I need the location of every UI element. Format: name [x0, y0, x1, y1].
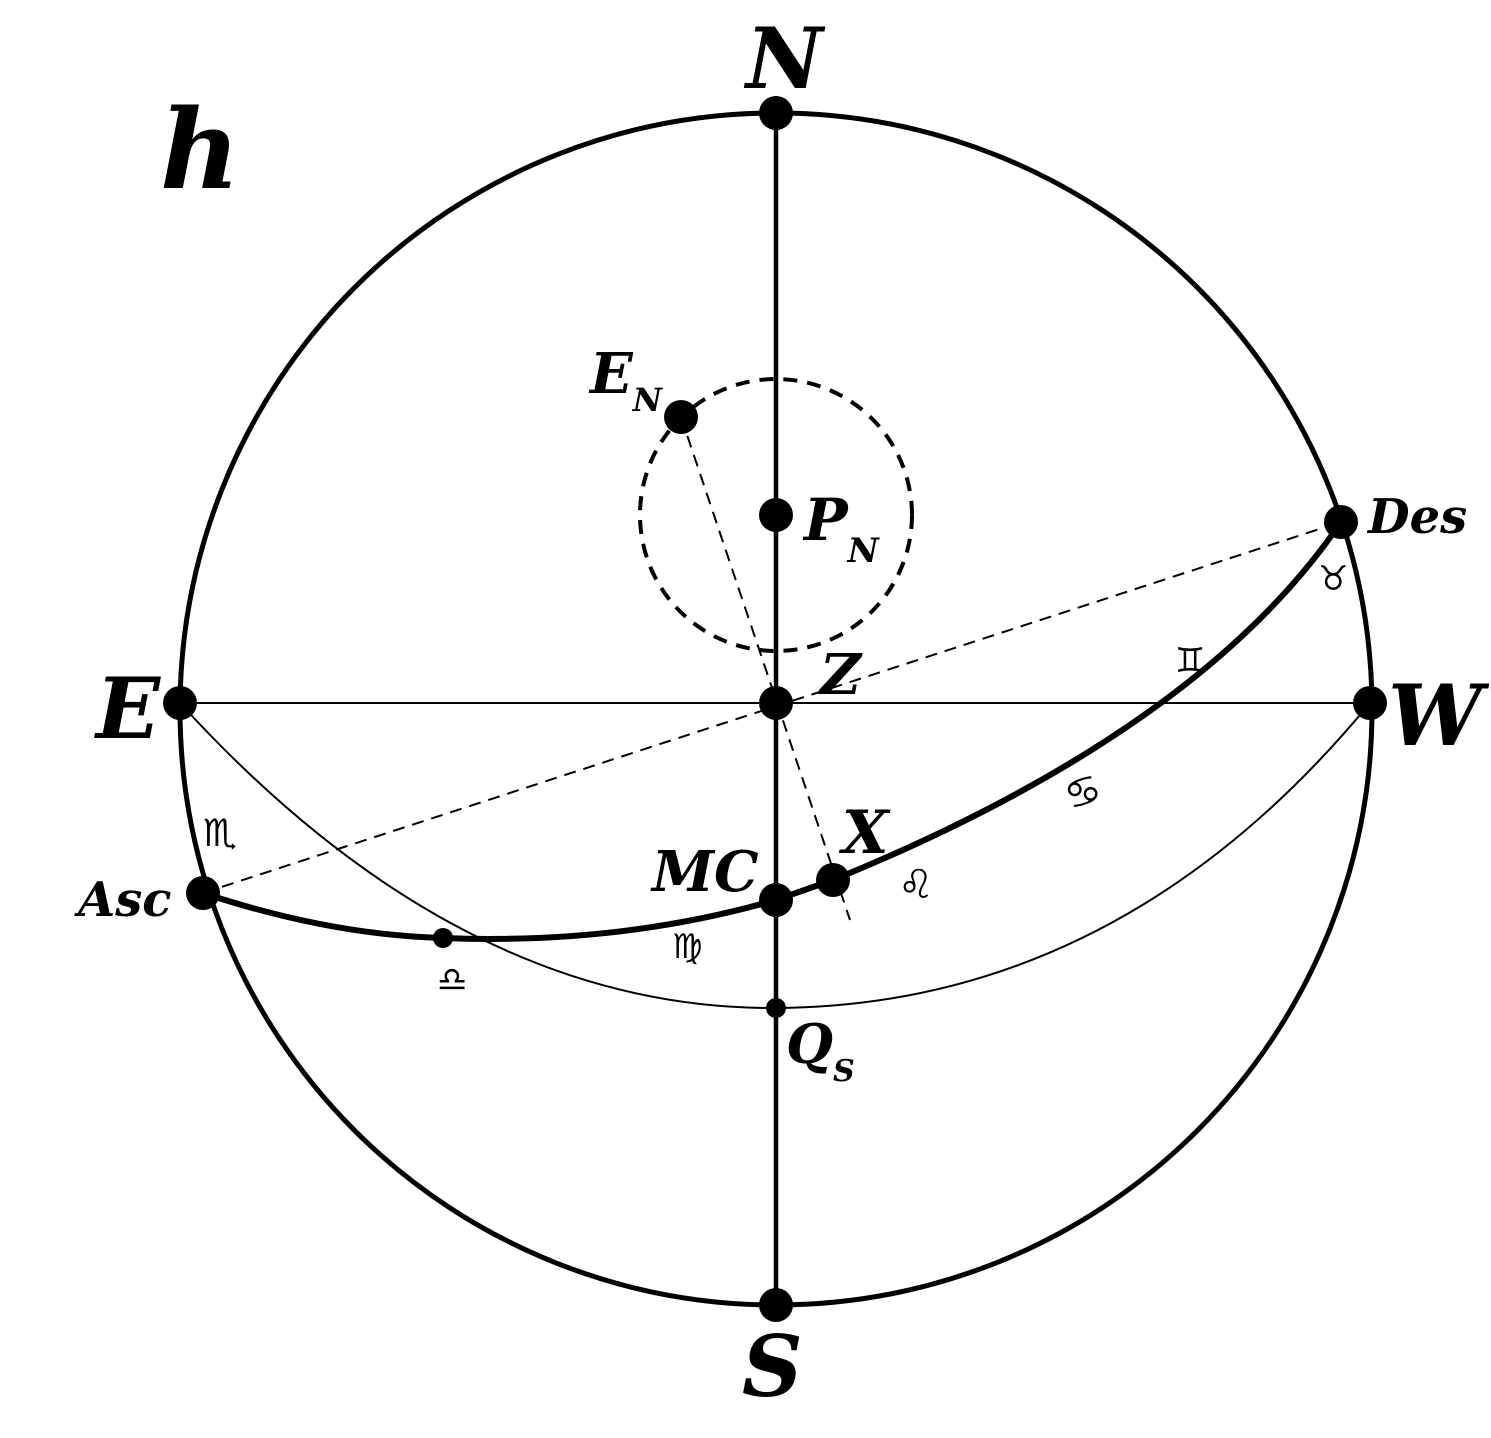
- descendant-point: [1324, 505, 1358, 539]
- x-label: X: [838, 798, 891, 868]
- equator-south-label: QS: [786, 1012, 855, 1089]
- ecliptic-arc: [202, 520, 1344, 942]
- north-point: [759, 96, 793, 130]
- taurus-symbol: ♉: [1318, 559, 1348, 599]
- west-point: [1353, 686, 1387, 720]
- pole-north-label: PN: [802, 486, 881, 571]
- south-point: [759, 1288, 793, 1322]
- cancer-symbol: ♋: [1058, 765, 1108, 821]
- scorpio-symbol: ♏: [203, 811, 237, 855]
- south-label: S: [742, 1317, 803, 1416]
- libra-symbol: ♎: [437, 960, 467, 1000]
- equator-south-point: [766, 998, 786, 1018]
- ascendant-label: Asc: [74, 872, 172, 928]
- leo-symbol: ♌: [898, 862, 934, 908]
- midheaven-label: MC: [650, 839, 759, 905]
- east-label: E: [94, 659, 161, 758]
- zenith-point: [759, 686, 793, 720]
- zenith-label: Z: [818, 642, 863, 708]
- west-label: W: [1388, 666, 1490, 765]
- panel-letter: h: [160, 85, 240, 214]
- pole-north-point: [759, 498, 793, 532]
- ecliptic-pole-path-circle: [638, 377, 914, 653]
- x-point: [816, 863, 850, 897]
- east-point: [163, 686, 197, 720]
- ascendant-point: [186, 876, 220, 910]
- ecliptic-pole-point: [664, 400, 698, 434]
- north-label: N: [743, 9, 826, 108]
- ecliptic-pole-label: EN: [588, 341, 664, 419]
- gemini-symbol: ♊: [1175, 641, 1205, 681]
- descendant-label: Des: [1366, 489, 1467, 545]
- virgo-symbol: ♍: [672, 927, 702, 967]
- ecliptic-pole-dashed-line: [680, 416, 851, 921]
- libra-node-point: [433, 928, 453, 948]
- midheaven-point: [759, 883, 793, 917]
